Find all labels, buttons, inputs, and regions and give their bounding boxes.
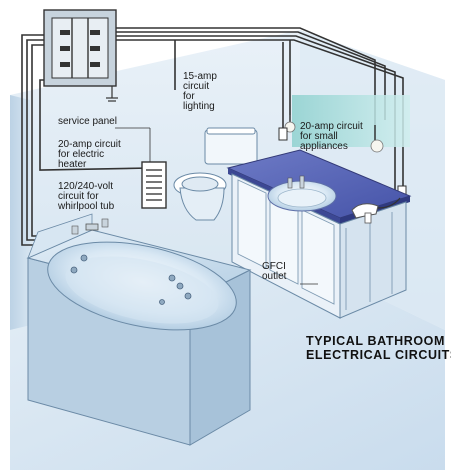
- appliance-outlet: [278, 127, 288, 141]
- label-line: heater: [58, 159, 87, 170]
- label-line: 20-amp circuit: [58, 139, 121, 150]
- label-line: appliances: [300, 141, 348, 152]
- leader-lines: [115, 127, 318, 285]
- label-line: circuit for: [58, 191, 99, 202]
- hair-dryer-icon: [351, 197, 401, 224]
- diagram-title: TYPICAL BATHROOM ELECTRICAL CIRCUITS: [306, 334, 451, 362]
- title-line: TYPICAL BATHROOM: [306, 334, 445, 348]
- label-line: GFCI: [262, 261, 286, 272]
- label-gfci-outlet: GFCI outlet: [262, 262, 286, 282]
- title-line: ELECTRICAL CIRCUITS: [306, 348, 451, 362]
- label-line: 120/240-volt: [58, 181, 114, 192]
- vanity: [226, 149, 412, 319]
- heater-vent-icon: [141, 161, 167, 209]
- label-lighting-circuit: 15-amp circuit for lighting: [183, 72, 217, 112]
- label-line: whirlpool tub: [58, 201, 115, 212]
- label-line: outlet: [262, 271, 287, 282]
- label-appliance-circuit: 20-amp circuit for small appliances: [300, 122, 363, 152]
- left-wall: [10, 95, 30, 340]
- sink-icon: [267, 175, 337, 212]
- whirlpool-jet-icon: [70, 254, 192, 305]
- label-service-panel: service panel: [58, 116, 117, 127]
- service-panel-icon: [43, 9, 118, 102]
- label-line: 15-amp: [183, 71, 217, 82]
- label-line: circuit: [183, 81, 210, 92]
- mirror: [292, 95, 410, 147]
- label-line: 20-amp circuit: [300, 121, 363, 132]
- whirlpool-tub: [26, 213, 252, 446]
- label-line: for small: [300, 131, 338, 142]
- toilet-icon: [173, 127, 258, 221]
- label-tub-circuit: 120/240-volt circuit for whirlpool tub: [58, 182, 114, 212]
- label-line: for electric: [58, 149, 105, 160]
- label-heater-circuit: 20-amp circuit for electric heater: [58, 140, 121, 170]
- label-line: lighting: [183, 101, 215, 112]
- label-line: for: [183, 91, 195, 102]
